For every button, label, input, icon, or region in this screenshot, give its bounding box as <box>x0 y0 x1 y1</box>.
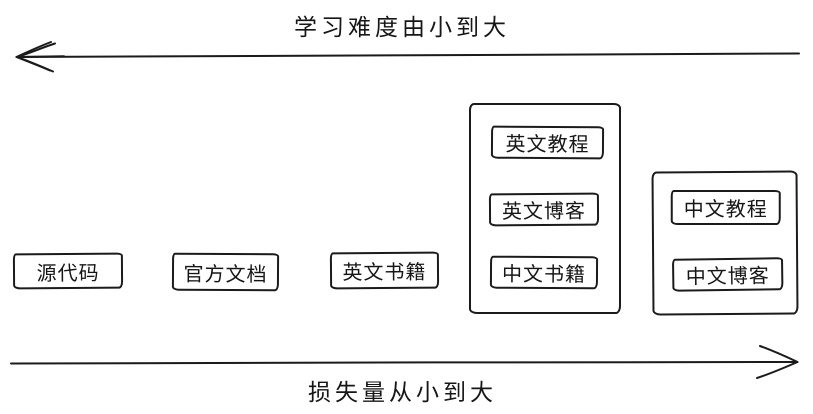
node-chinese-blogs: 中文博客 <box>671 257 784 292</box>
top-axis-label: 学习难度由小到大 <box>294 14 510 40</box>
node-chinese-tutorials: 中文教程 <box>670 189 781 226</box>
node-official-docs: 官方文档 <box>171 252 280 292</box>
left-arrow-icon <box>15 41 800 73</box>
node-english-tutorials: 英文教程 <box>490 125 605 160</box>
node-source-code: 源代码 <box>12 252 124 290</box>
node-english-blogs: 英文博客 <box>488 192 600 227</box>
bottom-axis-label: 损失量从小到大 <box>308 379 497 405</box>
node-chinese-books: 中文书籍 <box>489 255 599 290</box>
node-english-books: 英文书籍 <box>329 251 440 290</box>
group-chinese-tutorials-blogs: 中文教程 中文博客 <box>651 170 799 316</box>
group-english-and-chinese-books: 英文教程 英文博客 中文书籍 <box>469 103 621 314</box>
